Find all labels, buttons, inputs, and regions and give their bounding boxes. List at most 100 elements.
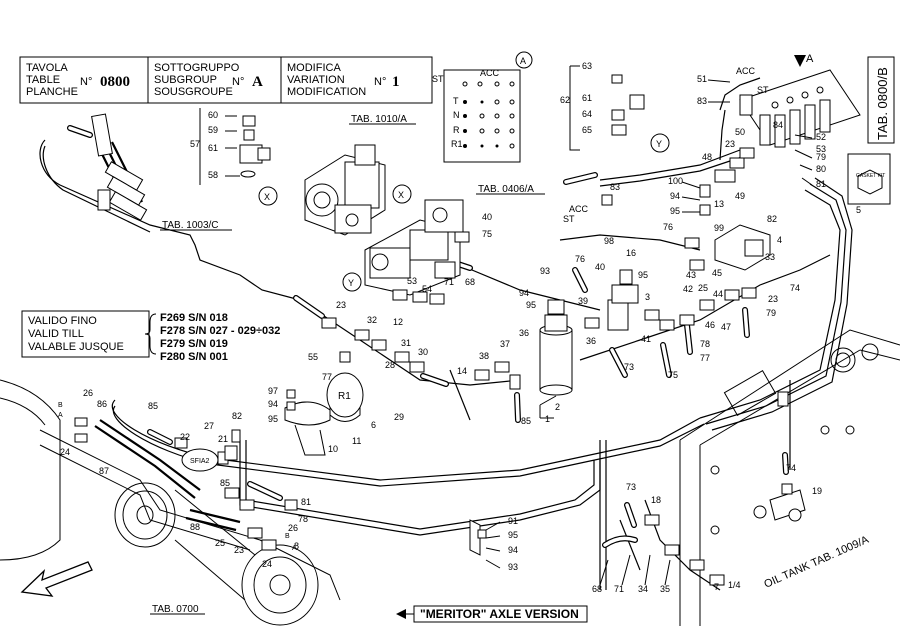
callout: 99 — [714, 223, 724, 233]
callout: 12 — [393, 317, 403, 327]
validity-box: VALIDO FINO VALID TILL VALABLE JUSQUE F2… — [21, 310, 280, 363]
subgroup-line-2: SUBGROUP — [154, 74, 217, 86]
panel-st: ST — [432, 74, 444, 84]
callout: 82 — [232, 411, 242, 421]
callout: 22 — [180, 432, 190, 442]
callout: 95 — [508, 530, 518, 540]
callout: 5 — [856, 205, 861, 215]
callout: 48 — [702, 152, 712, 162]
marker-a-circle — [515, 51, 533, 69]
st-hose-label: ST — [563, 214, 575, 224]
variation-line-2: VARIATION — [287, 74, 345, 86]
panel-r1: R1 — [451, 139, 463, 149]
callout: 6 — [371, 420, 376, 430]
callout: 97 — [268, 386, 278, 396]
callout: 27 — [204, 421, 214, 431]
callout: 45 — [712, 268, 722, 278]
callout: 95 — [670, 206, 680, 216]
axle-note: "MERITOR" AXLE VERSION — [396, 605, 588, 623]
callout: 25 — [698, 283, 708, 293]
marker-y-detail: Y — [656, 139, 662, 149]
callout: 31 — [401, 338, 411, 348]
callout: 83 — [697, 96, 707, 106]
acc-hose-label: ACC — [569, 204, 589, 214]
tab-0406: TAB. 0406/A — [478, 184, 534, 195]
callout: 61 — [208, 143, 218, 153]
tab-0700: TAB. 0700 — [152, 604, 199, 615]
callout: 39 — [578, 296, 588, 306]
callout: 62 — [560, 95, 570, 105]
validity-entry-4: F280 S/N 001 — [160, 351, 228, 363]
callout: 59 — [208, 125, 218, 135]
marker-x-view: X — [398, 190, 404, 200]
callout: 51 — [697, 74, 707, 84]
subgroup-line-1: SOTTOGRUPPO — [154, 62, 240, 74]
axle-note-arrow-icon — [396, 609, 406, 619]
callout: 75 — [668, 370, 678, 380]
selector-valve — [607, 269, 639, 331]
validity-line-2: VALID TILL — [28, 328, 84, 340]
callout: 77 — [700, 353, 710, 363]
callout: 95 — [268, 414, 278, 424]
callout: 71 — [444, 277, 454, 287]
panel-t: T — [453, 96, 459, 106]
callout: 50 — [735, 127, 745, 137]
callout: 94 — [519, 288, 529, 298]
accumulator-small — [181, 445, 238, 472]
callout: 86 — [97, 399, 107, 409]
callout: 23 — [336, 300, 346, 310]
callout: 91 — [508, 516, 518, 526]
distribution-block-a — [739, 69, 861, 148]
fittings — [74, 74, 793, 586]
callout: 77 — [322, 372, 332, 382]
callout: 46 — [705, 320, 715, 330]
validity-line-1: VALIDO FINO — [28, 315, 97, 327]
callout: 19 — [812, 486, 822, 496]
gasket-kit — [847, 153, 891, 205]
callout: 10 — [328, 444, 338, 454]
view-a-arrow-icon — [794, 55, 806, 67]
callout: 61 — [582, 93, 592, 103]
subgroup-number: A — [252, 74, 263, 90]
callout: 41 — [641, 334, 651, 344]
callout: 73 — [624, 362, 634, 372]
callout: 23 — [768, 294, 778, 304]
callout: 85 — [148, 401, 158, 411]
callout: 24 — [60, 447, 70, 457]
control-block-right — [714, 224, 771, 271]
detail-x-inset — [199, 108, 271, 185]
validity-entry-3: F279 S/N 019 — [160, 338, 228, 350]
validity-entry-1: F269 S/N 018 — [160, 312, 228, 324]
callouts: 60 59 57 61 58 63 62 61 64 65 51 83 50 8… — [60, 61, 861, 594]
leader-lines — [485, 79, 813, 586]
side-tab: TAB. 0800/B — [867, 56, 895, 144]
callout: 23 — [725, 139, 735, 149]
callout: 40 — [595, 262, 605, 272]
callout: 25 — [215, 538, 225, 548]
callout: 11 — [352, 436, 361, 446]
callout: 60 — [208, 110, 218, 120]
panel-acc: ACC — [480, 68, 500, 78]
view-markers: X X Y A — [258, 53, 814, 292]
panel-n: N — [453, 110, 460, 120]
callout: 88 — [190, 522, 200, 532]
sfia-label: SFIA2 — [190, 458, 210, 465]
callout: 95 — [526, 300, 536, 310]
callout: 49 — [735, 191, 745, 201]
callout: 30 — [418, 347, 428, 357]
callout: 7 — [714, 582, 719, 592]
callout: 63 — [582, 61, 592, 71]
callout: 94 — [268, 399, 278, 409]
callout: 82 — [767, 214, 777, 224]
tavola-line-2: TABLE — [26, 74, 60, 86]
callout: 78 — [700, 339, 710, 349]
callout: 42 — [683, 284, 693, 294]
callout: 73 — [626, 482, 636, 492]
callout: 79 — [816, 152, 826, 162]
detail-y-inset: Y — [569, 65, 670, 153]
callout: 1 — [545, 414, 550, 424]
detail-acc-panel: ACC ST T N R R1 A — [432, 51, 533, 163]
callout: 33 — [765, 252, 775, 262]
callout: 64 — [582, 109, 592, 119]
tavola-line-1: TAVOLA — [26, 62, 68, 74]
